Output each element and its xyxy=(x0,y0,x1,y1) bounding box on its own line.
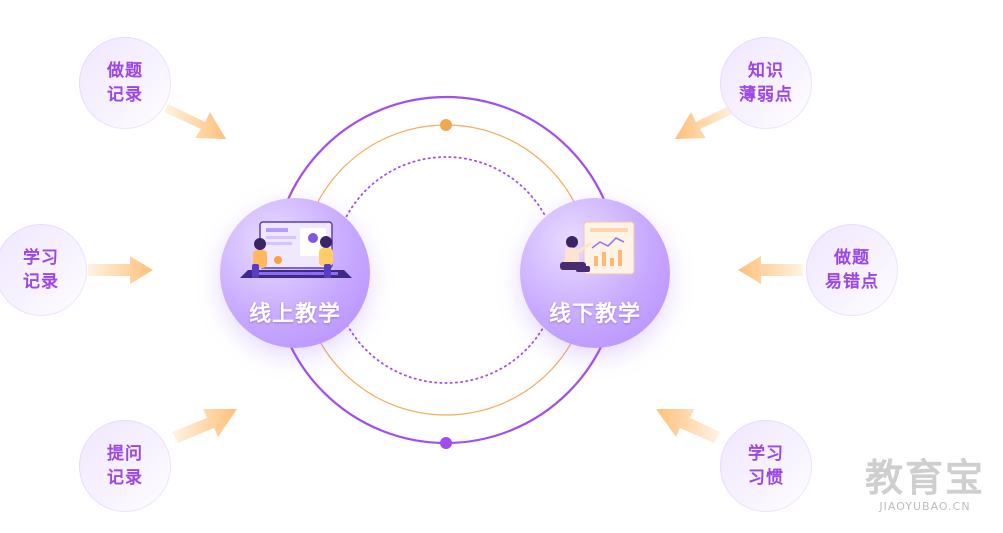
bubble-error-prone-label: 做题 易错点 xyxy=(825,248,879,292)
online-teaching-illustration xyxy=(240,221,352,278)
top-ring-dot xyxy=(440,119,452,131)
bottom-ring-dot xyxy=(440,437,452,449)
bubble-question-record-label: 提问 记录 xyxy=(107,444,143,488)
bubble-weak-points: 知识 薄弱点 xyxy=(720,37,812,129)
bubble-question-record: 提问 记录 xyxy=(79,420,171,512)
arrow-mid-left xyxy=(88,256,153,284)
arrow-mid-right xyxy=(738,256,803,284)
watermark-brand: 教育宝 xyxy=(864,456,985,500)
hub-offline-label: 线下教学 xyxy=(548,302,641,327)
offline-teaching-illustration xyxy=(560,221,635,275)
watermark-domain: JIAOYUBAO.CN xyxy=(879,500,971,513)
bubble-study-habits: 学习 习惯 xyxy=(720,420,812,512)
arrow-bottom-right xyxy=(656,409,720,443)
arrow-top-right xyxy=(675,104,737,139)
arrow-top-left xyxy=(164,104,226,139)
bubble-study-record: 学习 记录 xyxy=(0,224,87,316)
arrow-bottom-left xyxy=(172,409,237,443)
hub-offline-teaching: 线下教学 xyxy=(520,198,670,348)
bubble-practice-record-label: 做题 记录 xyxy=(107,61,143,105)
hub-online-label: 线上教学 xyxy=(248,302,341,327)
bubble-study-record-label: 学习 记录 xyxy=(23,248,59,292)
watermark: 教育宝 JIAOYUBAO.CN xyxy=(865,458,985,513)
bubble-weak-points-label: 知识 薄弱点 xyxy=(739,61,793,105)
bubble-practice-record: 做题 记录 xyxy=(79,37,171,129)
bubble-study-habits-label: 学习 习惯 xyxy=(748,444,784,488)
hub-online-teaching: 线上教学 xyxy=(220,198,370,348)
bubble-error-prone: 做题 易错点 xyxy=(806,224,898,316)
